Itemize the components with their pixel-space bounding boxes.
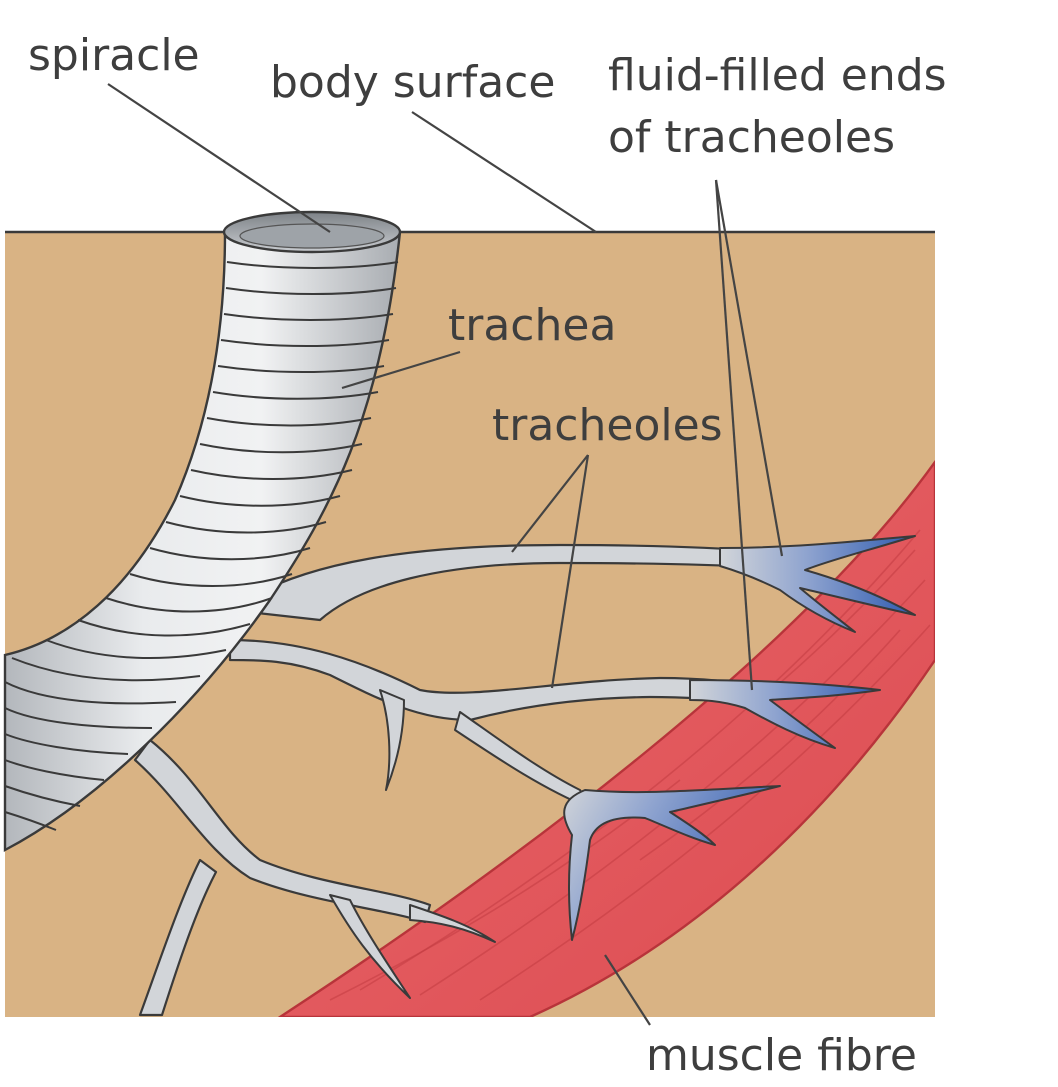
leader-fluid-2 — [714, 179, 754, 691]
tracheole-network — [133, 543, 802, 1017]
trachea-tube — [3, 210, 402, 852]
leader-spiracle — [107, 83, 331, 233]
label-body-surface: body surface — [270, 57, 555, 108]
label-tracheoles: tracheoles — [492, 400, 723, 451]
label-fluid-filled-ends: fluid-filled ends — [608, 50, 947, 101]
fluid-end-lower — [563, 785, 781, 941]
leader-tracheoles-1 — [511, 454, 589, 553]
trachea-rings — [4, 261, 399, 831]
fluid-filled-ends — [563, 535, 916, 941]
leader-fluid-1 — [714, 179, 784, 557]
label-of-tracheoles: of tracheoles — [608, 112, 895, 163]
label-trachea: trachea — [448, 300, 616, 351]
leader-body-surface — [411, 111, 597, 233]
leader-muscle-fibre — [604, 954, 651, 1026]
fluid-end-upper — [719, 535, 916, 633]
label-spiracle: spiracle — [28, 30, 200, 81]
fluid-end-middle — [689, 679, 881, 749]
leader-trachea — [341, 350, 461, 390]
label-muscle-fibre: muscle fibre — [646, 1030, 917, 1081]
leader-tracheoles-2 — [550, 454, 590, 689]
leader-lines — [107, 83, 784, 1026]
